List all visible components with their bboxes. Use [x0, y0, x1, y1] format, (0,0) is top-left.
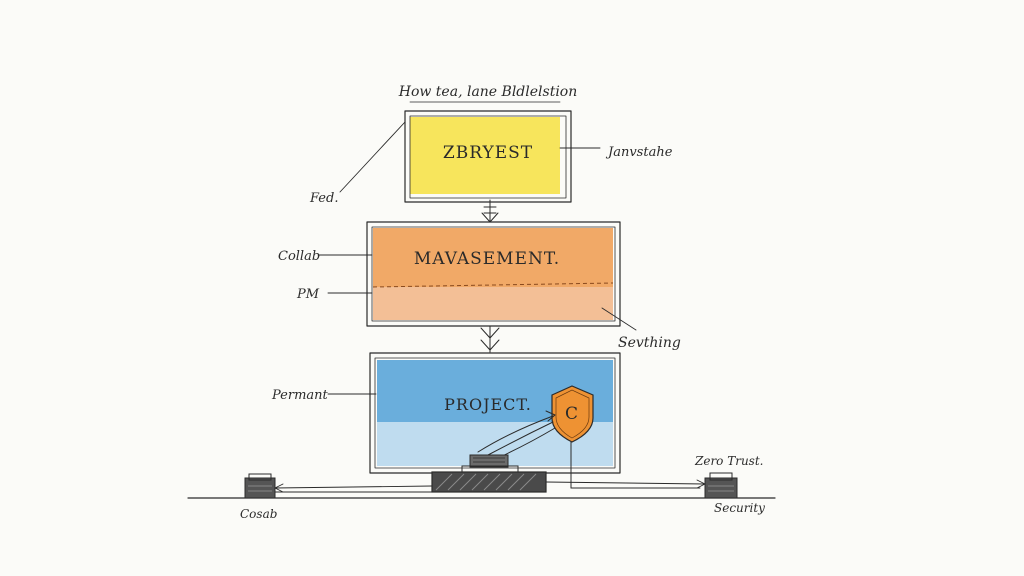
zero-trust-label: Zero Trust. — [694, 454, 763, 468]
server-icon — [704, 472, 738, 499]
pm-label: PM — [296, 287, 320, 302]
sevthing-label: Sevthing — [618, 335, 681, 351]
bottom-box-inner-outline — [374, 357, 616, 469]
top-box: ZBRYEST — [404, 110, 572, 203]
top-box-fill — [410, 117, 560, 194]
right-link-upper — [545, 481, 706, 485]
middle-box-label: MAVASEMENT. — [414, 249, 560, 269]
left-link-upper — [274, 485, 433, 489]
security-label: Security — [714, 501, 765, 515]
middle-box-lower-band — [373, 287, 613, 320]
middle-box: MAVASEMENT. — [366, 221, 621, 327]
cosab-label: Cosab — [240, 507, 277, 521]
connector-top-middle — [481, 199, 499, 223]
left-link-arrowhead — [274, 483, 284, 493]
shield-icon: C — [551, 385, 594, 443]
top-box-label: ZBRYEST — [443, 143, 533, 163]
top-box-outline — [404, 110, 572, 203]
sevthing-leader — [601, 307, 637, 331]
collab-label: Collab — [278, 249, 320, 264]
bottom-box-label: PROJECT. — [444, 395, 532, 414]
base-platform — [431, 471, 547, 493]
fed-leader — [339, 121, 406, 193]
top-box-inner-outline — [409, 115, 567, 199]
server-icon — [244, 473, 276, 499]
middle-box-inner-outline — [371, 226, 616, 322]
connector-middle-bottom — [480, 325, 500, 353]
diagram-title: How tea, lane Bldlelstion — [398, 84, 578, 100]
fed-label: Fed. — [309, 191, 338, 206]
shield-letter: C — [565, 404, 579, 424]
middle-box-outline — [366, 221, 621, 327]
janvstahe-label: Janvstahe — [605, 145, 673, 160]
shield-arrows — [477, 410, 556, 459]
permant-label: Permant — [271, 388, 329, 403]
middle-box-divider — [372, 282, 614, 288]
right-link-arrowhead — [696, 479, 706, 489]
